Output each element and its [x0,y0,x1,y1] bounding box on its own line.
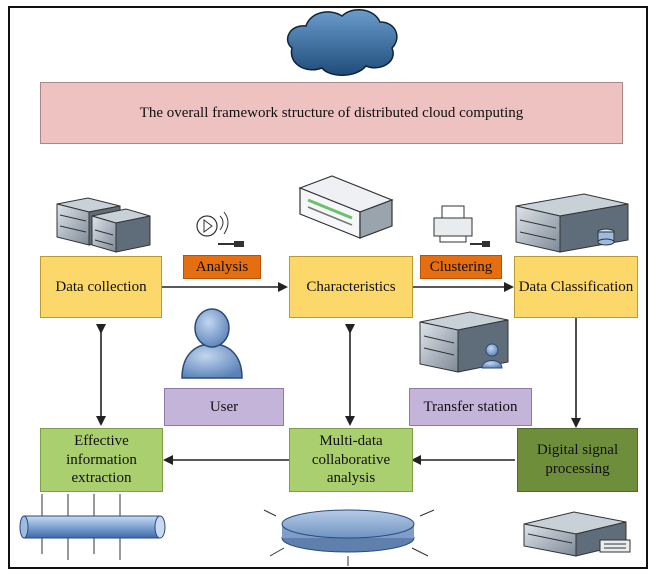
database-server-icon [515,193,629,253]
node-data-collection: Data collection [40,256,162,318]
label-transfer-station: Transfer station [409,388,532,426]
diagram-title: The overall framework structure of distr… [40,82,623,144]
label-analysis: Analysis [183,255,261,279]
printer-icon [433,205,490,247]
user-icon [181,308,243,379]
speaker-icon [196,211,244,247]
pipe-icon [19,494,166,560]
node-effective-information-extraction: Effective information extraction [40,428,163,492]
disk-icon [263,509,435,566]
node-multi-data-collaborative-analysis: Multi-data collaborative analysis [289,428,413,492]
node-digital-signal-processing: Digital signal processing [517,428,638,492]
network-card-server-icon [523,511,631,557]
node-characteristics: Characteristics [289,256,413,318]
node-data-classification: Data Classification [514,256,638,318]
server-rack-icon [56,197,151,253]
label-user: User [164,388,284,426]
cloud-icon [286,9,398,76]
label-clustering: Clustering [420,255,502,279]
connectors [96,282,581,465]
router-icon [298,175,394,239]
user-server-icon [419,311,509,373]
